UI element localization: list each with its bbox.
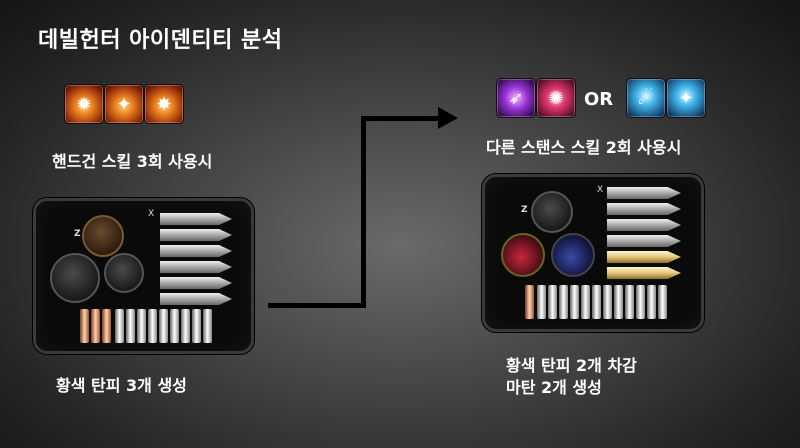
right-shell-silver-10	[636, 285, 645, 319]
right-x-label: X	[597, 185, 604, 195]
left-shell-silver-4	[148, 309, 157, 343]
right-caption-bottom-1: 황색 탄피 2개 차감	[506, 356, 637, 375]
left-bullet-3	[160, 245, 232, 257]
blue-kick-icon: ✦	[666, 78, 706, 118]
page-title: 데빌헌터 아이덴티티 분석	[38, 28, 283, 53]
left-caption-bottom: 황색 탄피 3개 생성	[56, 376, 187, 395]
left-bullet-5	[160, 277, 232, 289]
right-shell-silver-7	[603, 285, 612, 319]
right-bullet-gold-1	[607, 251, 681, 263]
right-bullet-2	[607, 203, 681, 215]
left-shell-silver-6	[170, 309, 179, 343]
arrow-horizontal-top	[361, 116, 443, 121]
right-caption-bottom-2: 마탄 2개 생성	[506, 378, 602, 397]
flame-figure-icon: ✦	[104, 84, 144, 124]
or-label: OR	[584, 89, 614, 110]
left-caption-top: 핸드건 스킬 3회 사용시	[52, 152, 213, 171]
left-shell-silver-8	[192, 309, 201, 343]
flame-burst-icon: ✹	[64, 84, 104, 124]
left-shell-silver-9	[203, 309, 212, 343]
right-handgun-slot	[531, 191, 573, 233]
left-bullet-6	[160, 293, 232, 305]
right-shell-brass-1	[525, 285, 534, 319]
right-z-label: Z	[521, 205, 528, 215]
arrow-vertical	[361, 116, 366, 308]
right-shell-silver-8	[614, 285, 623, 319]
left-shell-silver-7	[181, 309, 190, 343]
left-shell-silver-3	[137, 309, 146, 343]
right-identity-panel: X Z	[482, 174, 704, 332]
left-bullet-4	[160, 261, 232, 273]
right-shotgun-slot	[501, 233, 545, 277]
left-x-label: X	[148, 209, 155, 219]
arrow-horizontal-bottom	[268, 303, 366, 308]
right-shell-silver-6	[592, 285, 601, 319]
left-shell-silver-1	[115, 309, 124, 343]
blue-dash-icon: ☄	[626, 78, 666, 118]
left-handgun-slot	[82, 215, 124, 257]
right-shell-silver-12	[658, 285, 667, 319]
right-shell-silver-11	[647, 285, 656, 319]
flame-strike-icon: ✸	[144, 84, 184, 124]
pink-burst-icon: ✺	[536, 78, 576, 118]
right-shell-silver-5	[581, 285, 590, 319]
right-shell-silver-9	[625, 285, 634, 319]
right-shell-silver-2	[548, 285, 557, 319]
right-bullet-4	[607, 235, 681, 247]
left-shell-silver-5	[159, 309, 168, 343]
arrow-head-icon	[438, 107, 458, 129]
right-bullet-3	[607, 219, 681, 231]
right-bullet-1	[607, 187, 681, 199]
left-z-label: Z	[74, 229, 81, 239]
left-shotgun-slot	[50, 253, 100, 303]
left-shell-brass-2	[91, 309, 100, 343]
right-shell-silver-1	[537, 285, 546, 319]
left-rifle-slot	[104, 253, 144, 293]
left-identity-panel: X Z	[33, 198, 254, 354]
right-shell-silver-3	[559, 285, 568, 319]
left-shell-brass-3	[102, 309, 111, 343]
right-caption-top: 다른 스탠스 스킬 2회 사용시	[486, 138, 682, 157]
left-bullet-2	[160, 229, 232, 241]
left-shell-brass-1	[80, 309, 89, 343]
purple-bullet-icon: ➶	[496, 78, 536, 118]
right-shell-silver-4	[570, 285, 579, 319]
right-rifle-slot	[551, 233, 595, 277]
left-bullet-1	[160, 213, 232, 225]
right-bullet-gold-2	[607, 267, 681, 279]
left-shell-silver-2	[126, 309, 135, 343]
